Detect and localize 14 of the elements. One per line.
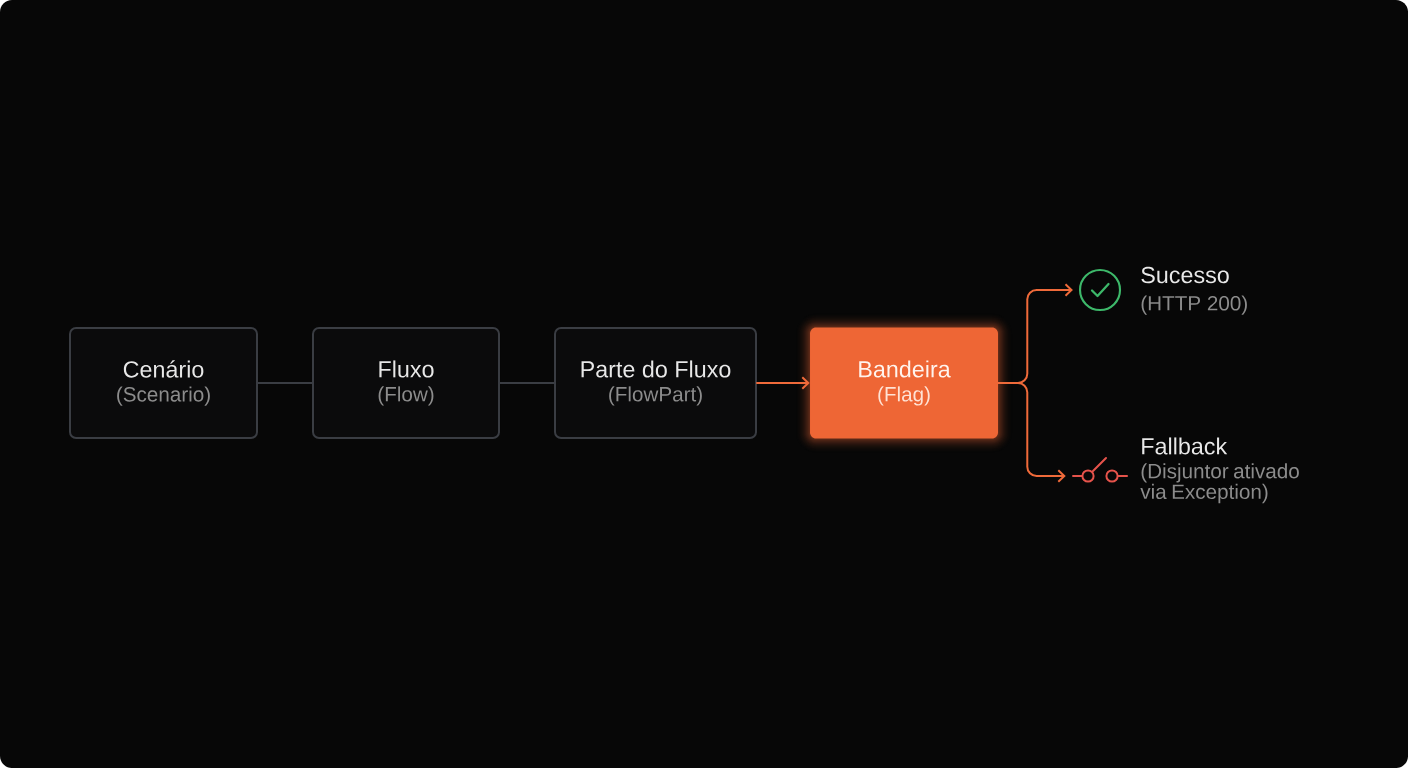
- highlighted-box: Bandeira (Flag): [796, 313, 1012, 453]
- arrow: [756, 376, 810, 390]
- process-box: Parte do Fluxo (FlowPart): [554, 327, 757, 439]
- switch-icon: [1072, 457, 1128, 483]
- process-box: Fluxo (Flow): [312, 327, 500, 439]
- result-note: (Disjuntor ativado via Exception): [1140, 463, 1299, 504]
- arrow: [997, 382, 1066, 483]
- check-circle-icon: [1078, 268, 1122, 312]
- connector-line: [257, 382, 313, 384]
- connector-line: [499, 382, 555, 384]
- process-box: Cenário (Scenario): [69, 327, 258, 439]
- result-title: Sucesso: [1141, 266, 1229, 284]
- result-title: Fallback: [1142, 437, 1228, 455]
- result-note: (HTTP 200): [1141, 295, 1247, 315]
